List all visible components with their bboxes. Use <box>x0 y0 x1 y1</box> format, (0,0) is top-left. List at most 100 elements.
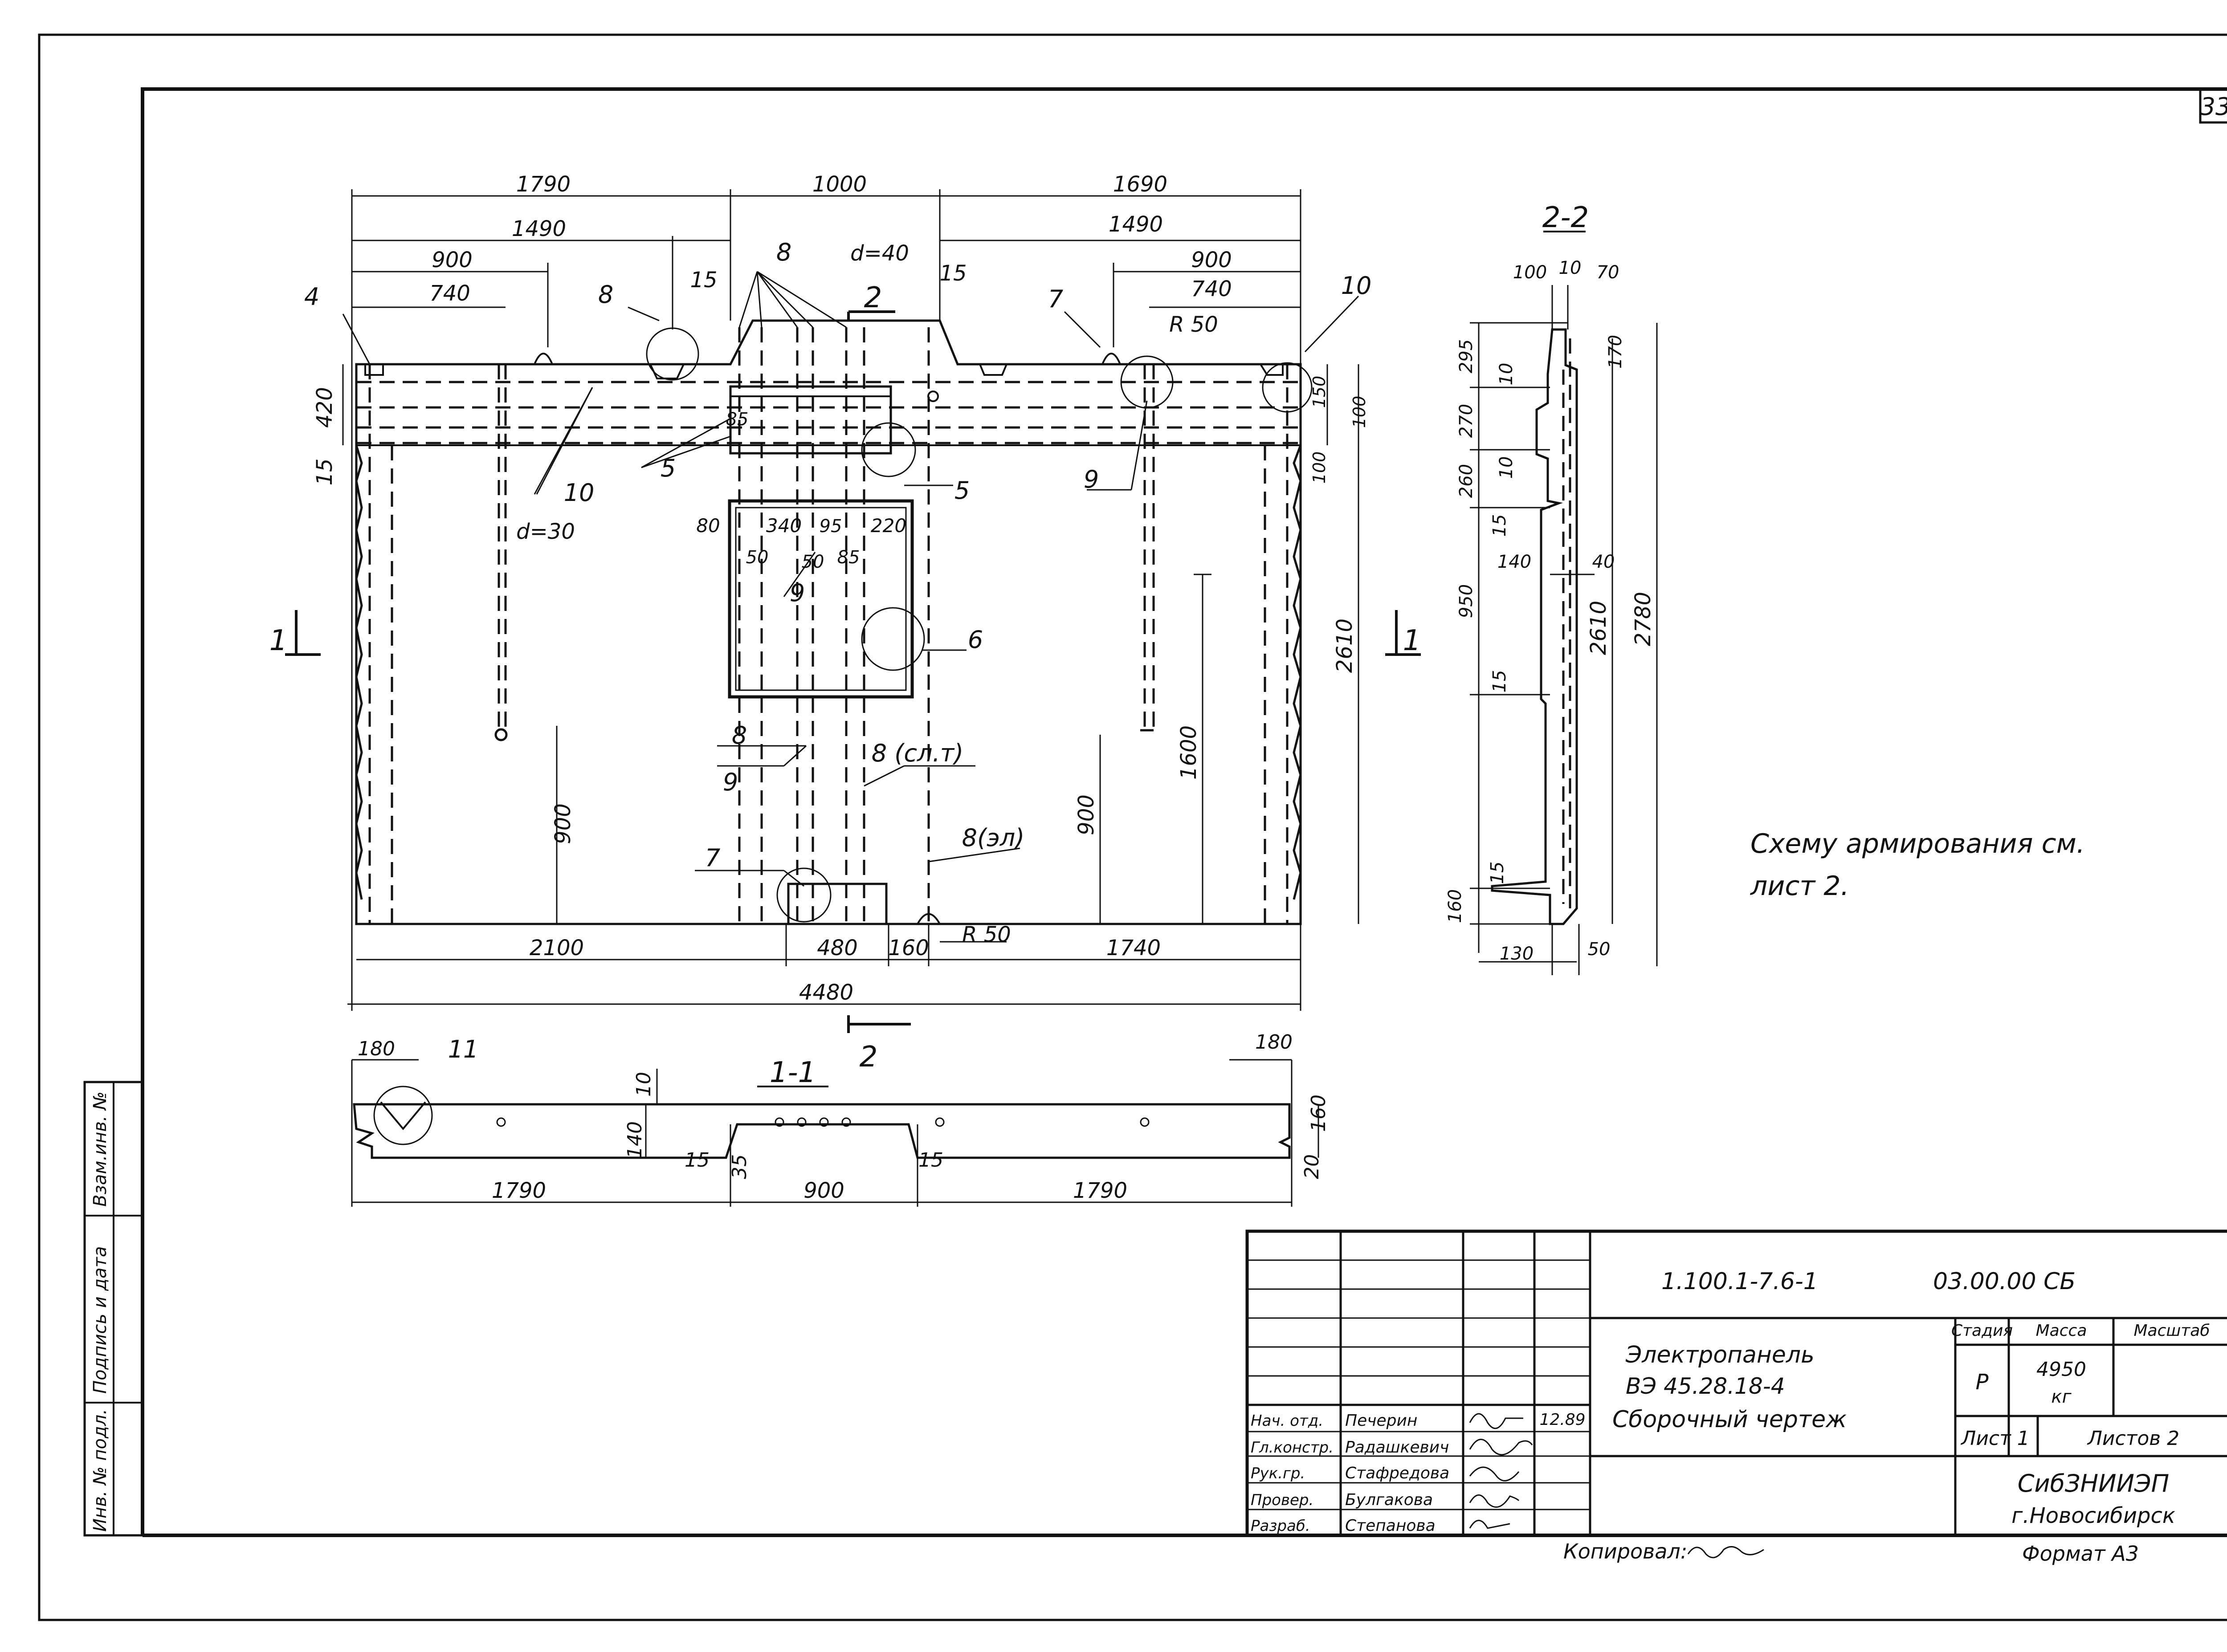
dim-right-1490: 1490 <box>1109 212 1163 237</box>
dim-right-900: 900 <box>1191 248 1232 273</box>
cut-2-top-label: 2 <box>864 281 882 314</box>
callout-labels: 4 8 8 8 8 (сл.т) 8(эл) 7 7 5 5 10 10 9 9… <box>304 238 1372 1063</box>
callout-7-top: 7 <box>1048 285 1063 313</box>
dim-50-a: 50 <box>746 547 769 568</box>
s11-dim-15-right: 15 <box>918 1149 943 1172</box>
dim-50-b: 50 <box>802 552 824 572</box>
dim-left-740: 740 <box>429 281 470 306</box>
s11-dim-10: 10 <box>632 1072 655 1097</box>
s11-dim-180-left: 180 <box>358 1038 395 1060</box>
col-scale: Масштаб <box>2133 1322 2210 1340</box>
signature-3 <box>1469 1494 1520 1508</box>
callout-5-left: 5 <box>661 454 676 482</box>
name-1: Радашкевич <box>1345 1438 1449 1457</box>
dim-480: 480 <box>817 936 858 960</box>
s22-dim-160: 160 <box>1445 889 1465 923</box>
callout-9-right: 9 <box>1084 465 1099 493</box>
section-2-2 <box>1470 231 1658 975</box>
dim-85-b: 85 <box>837 547 860 568</box>
signature-0 <box>1469 1413 1523 1429</box>
callout-11: 11 <box>448 1035 479 1063</box>
s22-dim-10-b: 10 <box>1496 456 1517 479</box>
dim-4480: 4480 <box>799 980 853 1005</box>
role-4: Разраб. <box>1251 1517 1310 1535</box>
s22-dim-100: 100 <box>1513 262 1547 283</box>
callout-9-mid: 9 <box>790 579 805 607</box>
s22-dim-950: 950 <box>1456 584 1477 618</box>
outer-sheet-border <box>38 33 2227 1621</box>
title-block <box>1245 1229 2227 1537</box>
dimension-labels: 1790 1000 1690 1490 1490 900 900 740 740… <box>312 172 1369 1005</box>
side-stamp-signature: Подпись и дата <box>90 1246 110 1394</box>
sign-date: 12.89 <box>1539 1411 1585 1429</box>
s22-dim-140: 140 <box>1497 552 1531 572</box>
dim-420: 420 <box>312 387 337 428</box>
doc-mark: 03.00.00 СБ <box>1933 1268 2076 1295</box>
copier-signature <box>1687 1546 1764 1558</box>
s11-dim-140: 140 <box>624 1121 646 1159</box>
dim-95: 95 <box>820 516 842 537</box>
dim-1600: 1600 <box>1176 725 1201 780</box>
name-0: Печерин <box>1345 1412 1417 1430</box>
dim-left-900: 900 <box>432 248 473 273</box>
s22-dim-15-a: 15 <box>1489 514 1510 537</box>
s11-dim-20: 20 <box>1301 1154 1323 1179</box>
dim-100-top: 100 <box>1350 396 1369 428</box>
dim-1740: 1740 <box>1106 936 1161 960</box>
section-2-2-title: 2-2 <box>1542 201 1589 234</box>
dim-top-right-1690: 1690 <box>1113 172 1167 197</box>
front-view-dimensions <box>342 189 1359 1011</box>
product-mark: ВЭ 45.28.18-4 <box>1626 1373 1785 1399</box>
s11-dim-1790-left: 1790 <box>492 1178 546 1203</box>
dim-100-bottom: 100 <box>1309 452 1329 484</box>
org-city: г.Новосибирск <box>2011 1503 2175 1528</box>
s22-dim-2610: 2610 <box>1586 601 1611 655</box>
s22-dim-260: 260 <box>1456 464 1477 498</box>
callout-8-top-left: 8 <box>598 281 613 309</box>
s11-dim-900: 900 <box>804 1178 844 1203</box>
drawing-type: Сборочный чертеж <box>1612 1406 1847 1433</box>
name-4: Степанова <box>1345 1517 1436 1535</box>
note-line-2: лист 2. <box>1750 871 1849 902</box>
dim-d40: d=40 <box>850 241 909 266</box>
dim-900-left: 900 <box>551 803 575 844</box>
side-stamp: Взам.инв. № Подпись и дата Инв. № подл. <box>83 1081 144 1537</box>
col-mass: Масса <box>2036 1322 2087 1340</box>
mass-value: 4950 <box>2036 1358 2086 1381</box>
callout-9-low: 9 <box>723 768 738 796</box>
dim-160: 160 <box>888 936 929 960</box>
callout-8-top: 8 <box>776 238 791 266</box>
copied-label: Копировал: <box>1563 1539 1687 1563</box>
callout-10-left: 10 <box>564 479 595 507</box>
signature-2 <box>1469 1466 1520 1481</box>
cut-markers <box>285 310 1421 1033</box>
s11-dim-1790-right: 1790 <box>1073 1178 1127 1203</box>
dim-220: 220 <box>871 515 906 537</box>
s22-dim-10: 10 <box>1559 258 1582 278</box>
s22-dim-130: 130 <box>1500 944 1534 964</box>
dim-900-right: 900 <box>1074 794 1099 835</box>
dim-150: 150 <box>1309 376 1329 408</box>
sheets-label: Листов 2 <box>2087 1427 2179 1450</box>
callout-7-bottom: 7 <box>705 844 720 872</box>
sheet-label: Лист 1 <box>1960 1427 2029 1450</box>
role-0: Нач. отд. <box>1251 1412 1323 1430</box>
dim-top-left-1790: 1790 <box>516 172 571 197</box>
dim-2100: 2100 <box>530 936 584 960</box>
dim-right-740: 740 <box>1191 277 1232 301</box>
callout-5-right: 5 <box>954 476 970 505</box>
cut-2-bottom-label: 2 <box>860 1041 878 1074</box>
s22-dim-295: 295 <box>1456 339 1477 373</box>
section-2-2-labels: 100 10 70 295 10 270 10 260 15 950 140 4… <box>1445 258 1656 964</box>
s22-dim-50: 50 <box>1588 939 1611 960</box>
col-stage: Стадия <box>1951 1322 2013 1340</box>
s11-dim-35: 35 <box>728 1154 751 1179</box>
view-labels: 1 1 2 2 2-2 1-1 <box>269 201 1589 1089</box>
callout-8-slt: 8 (сл.т) <box>872 739 963 767</box>
s22-dim-40: 40 <box>1592 552 1615 572</box>
doc-code: 1.100.1-7.6-1 <box>1661 1268 1818 1295</box>
section-1-1-labels: 180 180 10 140 160 20 15 35 15 1790 900 … <box>358 1031 1330 1203</box>
s22-dim-15-b: 15 <box>1489 670 1510 693</box>
role-2: Рук.гр. <box>1251 1465 1305 1482</box>
name-3: Булгакова <box>1345 1491 1433 1509</box>
